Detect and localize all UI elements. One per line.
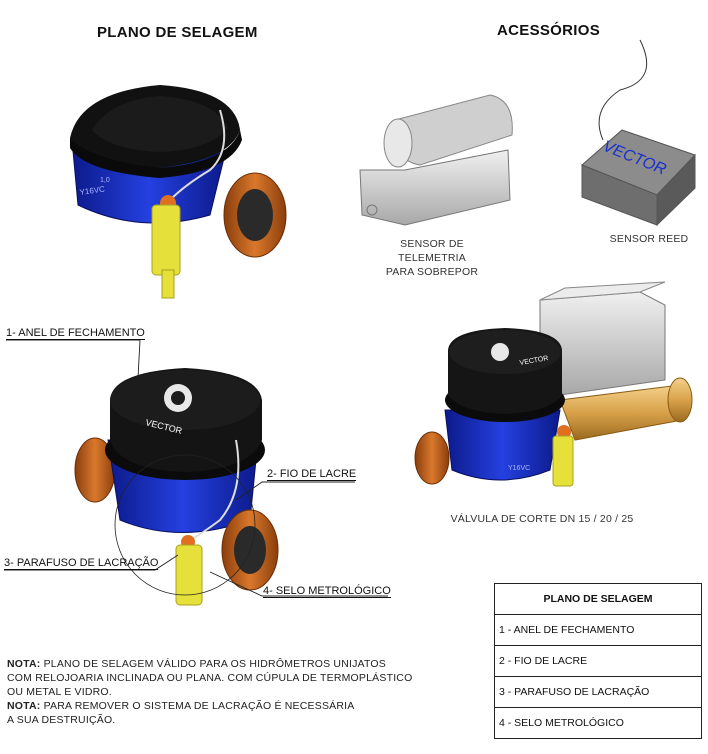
caption-telemetry-sensor: SENSOR DE TELEMETRIA PARA SOBREPOR [366, 237, 498, 279]
note-2-line1: NOTA: PARA REMOVER O SISTEMA DE LACRAÇÃO… [7, 700, 355, 712]
caption-telemetry-line2: PARA SOBREPOR [385, 266, 479, 278]
note-2-line2: A SUA DESTRUIÇÃO. [7, 714, 116, 726]
leader-parafuso [4, 554, 179, 571]
caption-reed-sensor: SENSOR REED [609, 233, 689, 245]
note-1-line1: NOTA: PLANO DE SELAGEM VÁLIDO PARA OS HI… [7, 658, 386, 670]
title-accessories: ACESSÓRIOS [497, 22, 601, 39]
meter-model-mark: Y16VC [79, 185, 106, 197]
leader-lines [4, 339, 388, 597]
legend-row: 1 - ANEL DE FECHAMENTO [494, 614, 702, 646]
legend-table: PLANO DE SELAGEM 1 - ANEL DE FECHAMENTO … [494, 583, 702, 739]
legend-row: 4 - SELO METROLÓGICO [494, 707, 702, 739]
caption-shutoff-valve: VÁLVULA DE CORTE DN 15 / 20 / 25 [450, 513, 634, 525]
legend-row-2: 2 - FIO DE LACRE [494, 645, 702, 677]
legend-row-4: 4 - SELO METROLÓGICO [494, 707, 702, 739]
legend-row: 2 - FIO DE LACRE [494, 645, 702, 677]
meter-flow-mark: 1,0 [100, 177, 110, 184]
leader-anel [6, 339, 141, 379]
leader-fio [235, 481, 355, 501]
valve-meter-model-mark: Y16VC [508, 465, 530, 472]
telemetry-sensor-illustration [359, 94, 513, 226]
meter-with-valve: VECTOR Y16VC [414, 281, 693, 487]
callout-seal-wire: 2- FIO DE LACRE [267, 468, 357, 481]
legend-row-3: 3 - PARAFUSO DE LACRAÇÃO [494, 676, 702, 708]
callout-metrological-seal: 4- SELO METROLÓGICO [263, 585, 391, 598]
caption-telemetry-line1: SENSOR DE TELEMETRIA [398, 238, 466, 264]
note-1-line3: OU METAL E VIDRO. [7, 686, 112, 698]
meter-bottom-left: VECTOR [74, 368, 279, 606]
legend-header: PLANO DE SELAGEM [494, 583, 702, 615]
legend-row: 3 - PARAFUSO DE LACRAÇÃO [494, 676, 702, 708]
callout-sealing-screw: 3- PARAFUSO DE LACRAÇÃO [4, 557, 159, 570]
meter-top-left: Y16VC 1,0 [70, 85, 287, 299]
notes-block: NOTA: PLANO DE SELAGEM VÁLIDO PARA OS HI… [7, 657, 427, 727]
callout-closing-ring: 1- ANEL DE FECHAMENTO [6, 327, 145, 340]
reed-sensor-illustration: VECTOR [581, 39, 696, 227]
leader-selo [209, 571, 388, 597]
title-sealing-plan: PLANO DE SELAGEM [97, 24, 258, 41]
legend-row-1: 1 - ANEL DE FECHAMENTO [494, 614, 702, 646]
legend-header-row: PLANO DE SELAGEM [494, 583, 702, 615]
note-1-line2: COM RELOJOARIA INCLINADA OU PLANA. COM C… [7, 672, 413, 684]
valve-meter-brand-mark: VECTOR [519, 355, 549, 367]
